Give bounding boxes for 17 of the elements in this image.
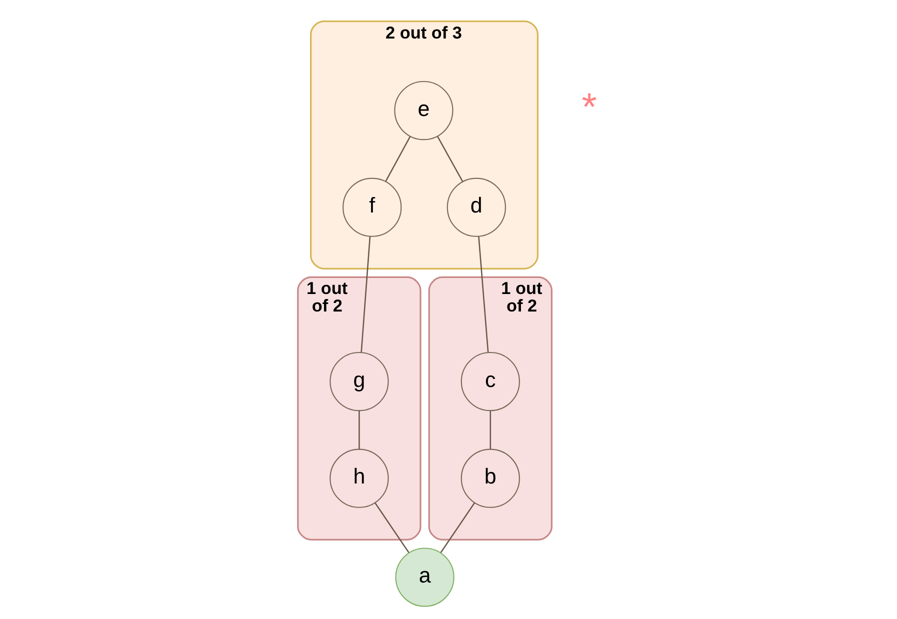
node-circle: f bbox=[342, 178, 402, 237]
connector bbox=[489, 411, 491, 450]
connector bbox=[360, 236, 370, 353]
connector bbox=[440, 502, 475, 554]
node-circle: e bbox=[394, 80, 453, 140]
connector bbox=[384, 136, 410, 182]
node-circle: a bbox=[394, 548, 454, 607]
node-circle: h bbox=[329, 448, 388, 508]
node-circle: d bbox=[446, 178, 506, 237]
node-circle: b bbox=[460, 448, 520, 508]
node-circle: g bbox=[329, 352, 388, 412]
node-circle: c bbox=[460, 352, 520, 412]
connector bbox=[478, 236, 488, 353]
connector bbox=[358, 411, 360, 450]
label: * bbox=[581, 86, 596, 130]
connector bbox=[374, 502, 409, 554]
connector bbox=[436, 136, 463, 182]
